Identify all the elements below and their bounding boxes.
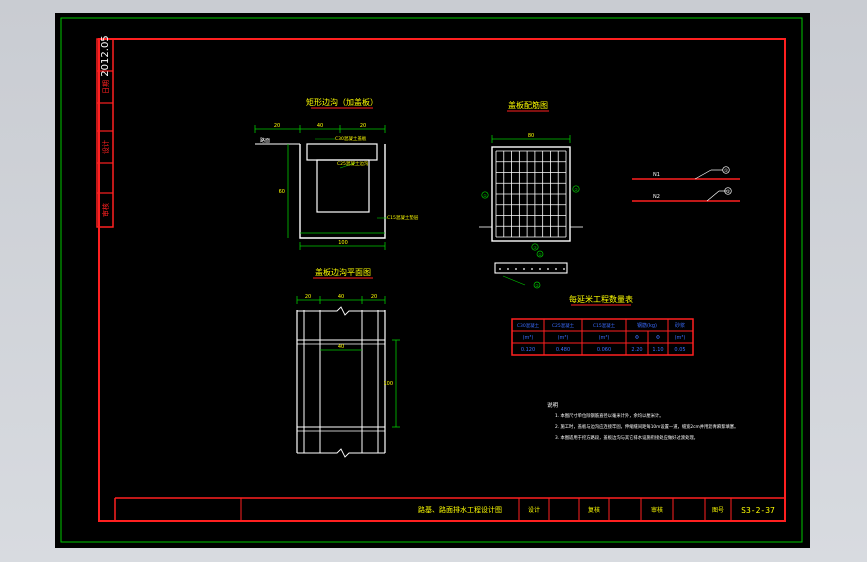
cover-title: 盖板配筋图: [508, 100, 548, 110]
rebar-section-dot: [499, 268, 501, 270]
table-frame: [511, 318, 694, 356]
title-block-review: 复核: [588, 506, 600, 514]
note-line-2: 2. 施工时，盖板与边沟应连接牢固，伸缩缝间距每10m设置一道，缝宽2cm并用沥…: [555, 423, 738, 430]
cover-section: [494, 262, 568, 274]
rebar-mark-2: [724, 187, 732, 195]
note-line-3: 3. 本图适用于挖方路段，盖板边沟与其它排水设施衔接处应做好过渡处理。: [555, 434, 698, 441]
rebar-detail[interactable]: N1 N2 ① ②: [632, 166, 740, 202]
cover-note: C30混凝土盖板: [335, 135, 367, 142]
table-header-mortar: 砂浆: [675, 322, 685, 329]
drawing-title: 路基、路面排水工程设计图: [418, 505, 502, 514]
section-bottom-label: 100: [338, 240, 348, 246]
section-dim-a: 20: [274, 123, 280, 129]
rebar-section-dot: [563, 268, 565, 270]
section-title: 矩形边沟（加盖板）: [306, 97, 378, 107]
title-block-design: 设计: [528, 506, 540, 514]
svg-text:③: ③: [533, 245, 537, 250]
table-title: 每延米工程数量表: [569, 294, 633, 304]
table-unit-c30: (m³): [523, 335, 534, 341]
cover-section-mark: [533, 281, 541, 289]
svg-text:①: ①: [538, 252, 542, 257]
svg-text:②: ②: [574, 187, 578, 192]
table-value-rebar-1: 2.20: [631, 347, 642, 353]
plan-dim-a: 20: [305, 294, 311, 300]
cover-mark-bottom: [531, 243, 539, 251]
table-value-c25: 0.480: [556, 347, 570, 353]
cover-rebar-view[interactable]: 盖板配筋图 80 ① ② ③: [479, 100, 583, 289]
table-header-c30: C30混凝土: [517, 322, 540, 329]
plan-title: 盖板边沟平面图: [315, 267, 371, 277]
inner-channel: [316, 159, 370, 213]
section-view[interactable]: 矩形边沟（加盖板） 20 40 20 路面: [254, 97, 419, 250]
svg-text:②: ②: [726, 189, 730, 195]
title-block[interactable]: 路基、路面排水工程设计图 设计 复核 审核 图号 S3-2-37: [114, 497, 785, 521]
outer-border: [60, 17, 803, 543]
rebar-mark-1: [722, 166, 730, 174]
cover-slab: [306, 143, 378, 161]
plan-break-bottom: [297, 448, 385, 458]
base-note: C15混凝土垫层: [387, 214, 419, 221]
quantity-table[interactable]: 每延米工程数量表 C30混凝土 C25混凝土 C15混凝土 钢筋(kg) 砂浆 …: [511, 294, 694, 356]
svg-text:①: ①: [724, 168, 728, 174]
section-outer-wall: [299, 144, 386, 239]
side-label-review: 审核: [101, 203, 110, 217]
table-header-c15: C15混凝土: [593, 322, 616, 329]
table-unit-c15: (m³): [599, 335, 610, 341]
note-line-1: 1. 本图尺寸单位除钢筋直径以毫米计外，余均以厘米计。: [555, 412, 664, 419]
wall-note: C25混凝土边沟: [337, 160, 369, 167]
rebar-bar-2-label: N2: [653, 194, 660, 200]
rebar-section-dot: [523, 268, 525, 270]
plan-dim-b: 40: [338, 294, 344, 300]
rebar-grid: [495, 150, 567, 238]
cover-dim-label: 80: [528, 133, 534, 139]
section-height-label: 60: [279, 189, 285, 195]
rebar-bar-1-label: N1: [653, 172, 660, 178]
cover-slab-outline: [491, 146, 571, 242]
notes[interactable]: 说明 1. 本图尺寸单位除钢筋直径以毫米计外，余均以厘米计。 2. 施工时，盖板…: [547, 401, 738, 441]
grade-label: 路面: [260, 137, 270, 144]
inner-frame: [98, 38, 786, 522]
side-label-design: 设计: [101, 140, 110, 154]
side-label-date: 日期: [102, 80, 110, 94]
rebar-section-dot: [555, 268, 557, 270]
cover-mark-left: [481, 191, 489, 199]
date-stamp: 2012.05: [100, 35, 111, 76]
plan-break-top: [297, 306, 385, 316]
table-unit-c25: (m³): [558, 335, 569, 341]
table-value-mortar: 0.05: [674, 347, 685, 353]
section-dim-c: 20: [360, 123, 366, 129]
table-header-c25: C25混凝土: [552, 322, 575, 329]
figure-number: S3-2-37: [741, 506, 775, 515]
svg-text:①: ①: [483, 193, 487, 198]
notes-heading: 说明: [547, 401, 559, 409]
drawing-canvas: 2012.05 日期 设计 审核 矩形边沟（加盖板） 20 40 20: [60, 17, 803, 543]
table-unit-mortar: (m³): [675, 335, 686, 341]
rebar-section-dot: [515, 268, 517, 270]
plan-dim-c: 20: [371, 294, 377, 300]
plan-view[interactable]: 盖板边沟平面图 20 40 20: [296, 267, 400, 458]
drawing-sheet[interactable]: 2012.05 日期 设计 审核 矩形边沟（加盖板） 20 40 20: [55, 13, 810, 548]
plan-inner-dim: 40: [338, 344, 344, 350]
section-dim-b: 40: [317, 123, 323, 129]
rebar-section-dot: [507, 268, 509, 270]
table-value-c15: 0.060: [597, 347, 611, 353]
table-value-c30: 0.120: [521, 347, 535, 353]
cover-section-bars: [499, 268, 565, 270]
rebar-section-dot: [547, 268, 549, 270]
rebar-section-dot: [531, 268, 533, 270]
rebar-section-dot: [539, 268, 541, 270]
plan-side-label: 100: [383, 381, 393, 387]
table-unit-rebar-1: Φ: [635, 335, 639, 341]
title-block-approve: 审核: [651, 506, 663, 514]
side-strip: 2012.05 日期 设计 审核: [96, 35, 114, 228]
title-block-figure-label: 图号: [712, 507, 724, 514]
svg-text:②: ②: [535, 283, 539, 288]
table-value-rebar-2: 1.10: [652, 347, 663, 353]
cover-mark-right: [572, 185, 580, 193]
table-unit-rebar-2: Φ: [656, 335, 660, 341]
table-header-rebar: 钢筋(kg): [637, 322, 657, 329]
